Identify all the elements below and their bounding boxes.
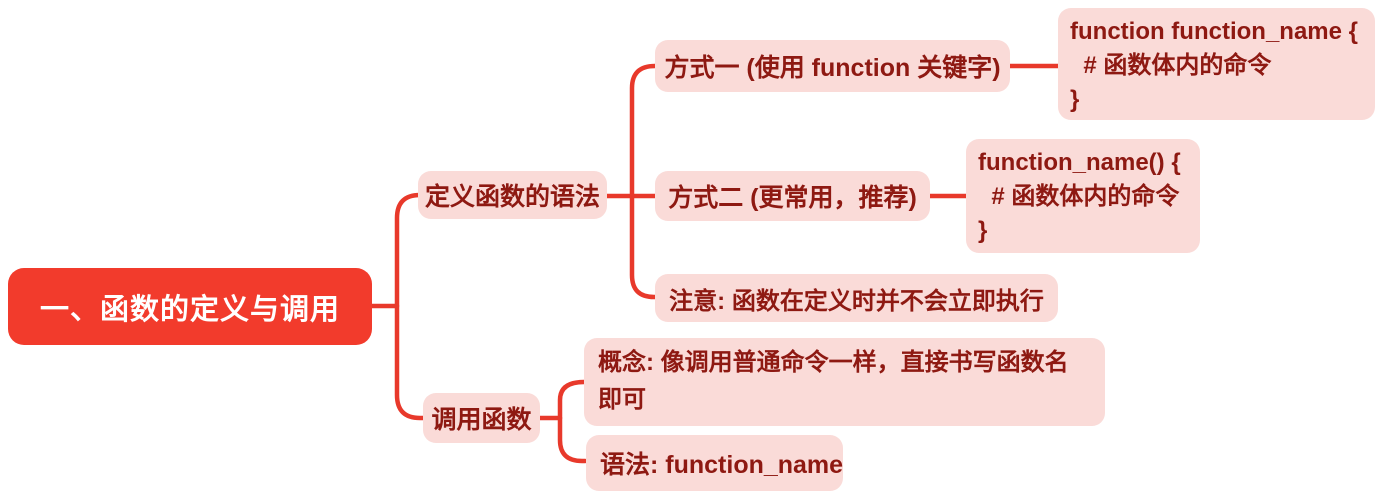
branch-define-syntax-node[interactable]: 定义函数的语法 [418, 171, 607, 219]
call-concept-node[interactable]: 概念: 像调用普通命令一样，直接书写函数名即可 [584, 338, 1105, 426]
root-node[interactable]: 一、函数的定义与调用 [8, 268, 372, 345]
connector-def-children-trunk [629, 63, 659, 300]
connector-branch-trunk-1 [394, 192, 427, 421]
method-2-code-block[interactable]: function_name() { # 函数体内的命令 } [966, 139, 1200, 253]
note-node[interactable]: 注意: 函数在定义时并不会立即执行 [655, 274, 1058, 322]
method-1-node[interactable]: 方式一 (使用 function 关键字) [655, 40, 1010, 92]
connector-call-children-trunk [557, 379, 588, 464]
method-2-node[interactable]: 方式二 (更常用，推荐) [655, 171, 930, 221]
method-1-code-block[interactable]: function function_name { # 函数体内的命令 } [1058, 8, 1375, 120]
branch-call-function-node[interactable]: 调用函数 [423, 393, 540, 443]
call-syntax-node[interactable]: 语法: function_name [586, 435, 843, 491]
